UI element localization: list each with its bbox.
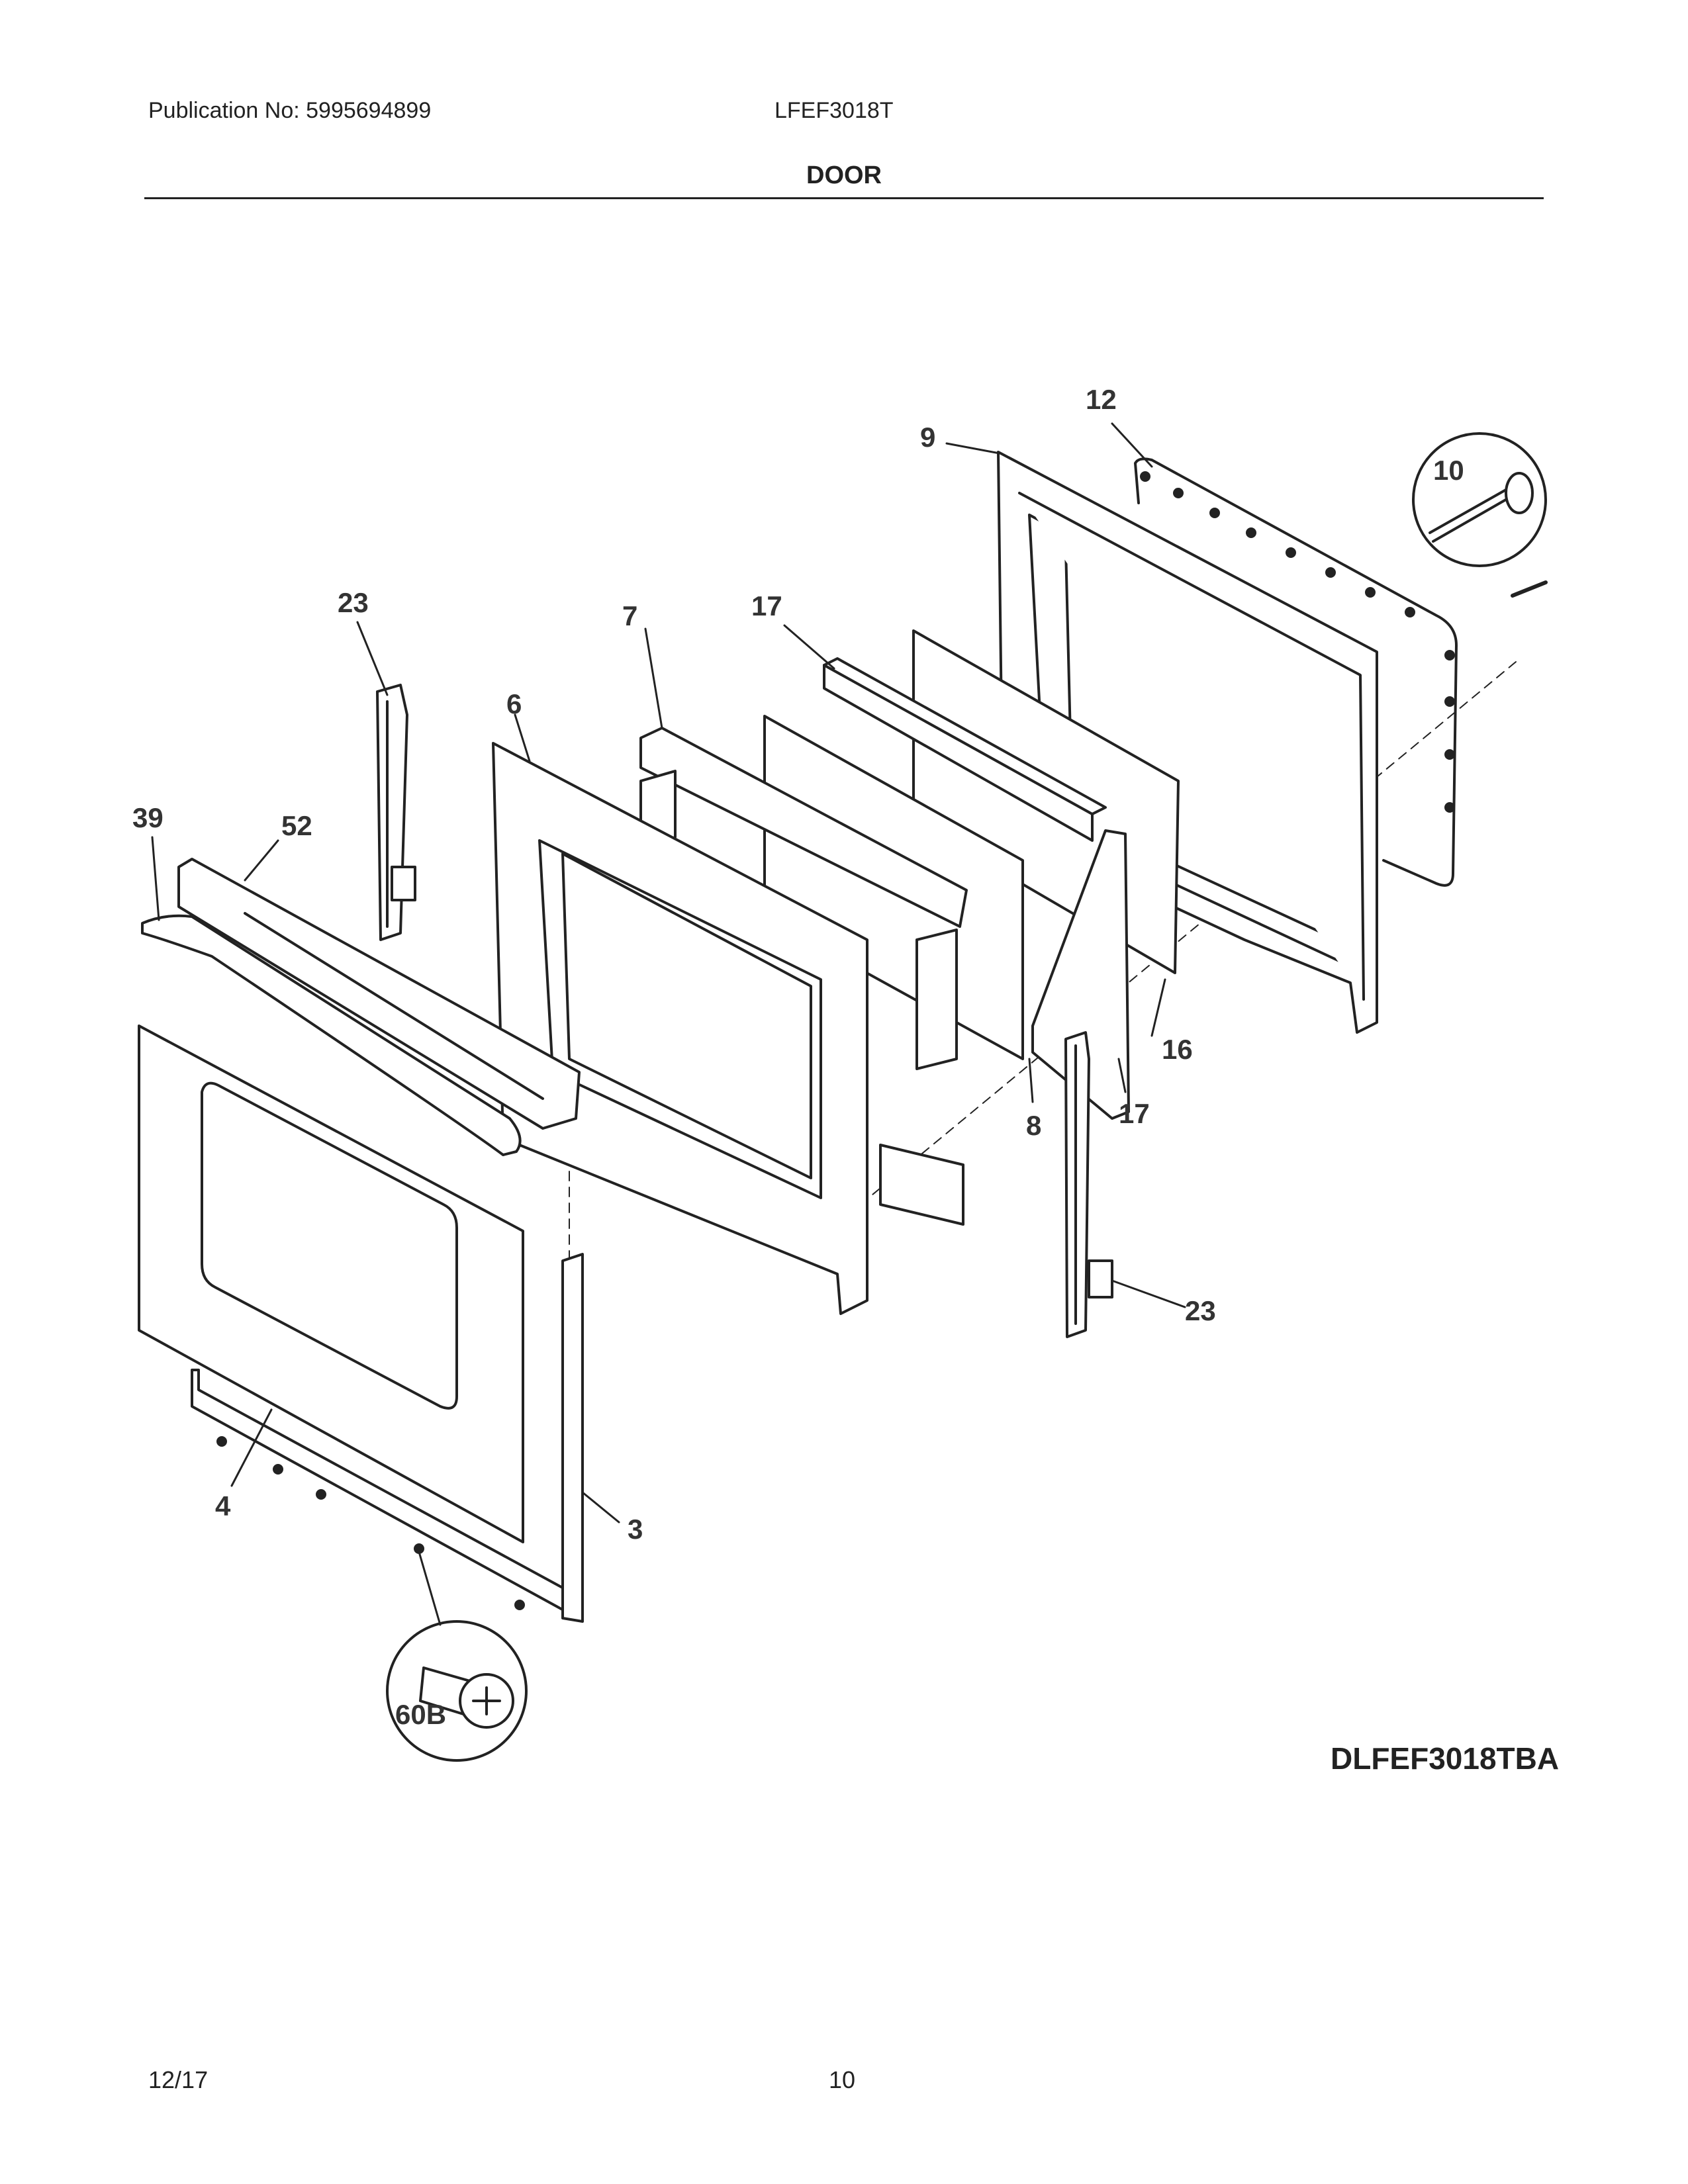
callout-3: 3 [628,1514,643,1545]
callout-39: 39 [132,802,164,833]
callout-60b: 60B [395,1699,446,1730]
glass-frame-lower [1031,829,1130,1120]
publication-number: Publication No: 5995694899 [148,98,432,123]
glass-frame-upper [823,657,1107,842]
door-liner [492,742,868,1315]
callout-4: 4 [215,1490,231,1522]
callout-23-bottom: 23 [1185,1295,1216,1326]
section-title: DOOR [806,161,882,189]
callout-23-top: 23 [338,587,369,618]
outer-door-panel [138,1024,524,1543]
callout-17-bottom: 17 [1119,1098,1150,1129]
door-gasket [1134,457,1458,887]
callout-7: 7 [622,600,637,631]
callout-16: 16 [1162,1034,1193,1065]
hinge-left [376,684,416,941]
header-rule [144,197,1544,199]
callout-52: 52 [281,810,312,841]
gasket-clips [1140,471,1455,813]
page-number: 10 [829,2066,856,2093]
door-frame-side [561,1253,584,1623]
hinge-right [1064,1031,1113,1338]
handle-trim [177,858,581,1130]
callout-9: 9 [920,422,935,453]
diagram-code: DLFEF3018TBA [1331,1741,1560,1776]
door-handle [141,914,522,1156]
callout-6: 6 [506,688,522,719]
footer-date: 12/17 [148,2066,209,2093]
callout-8: 8 [1026,1110,1041,1141]
callout-17-top: 17 [751,590,782,621]
model-number: LFEF3018T [774,98,894,123]
callout-10: 10 [1433,455,1464,486]
leader-lines [151,422,1186,1626]
callout-12: 12 [1086,384,1117,415]
